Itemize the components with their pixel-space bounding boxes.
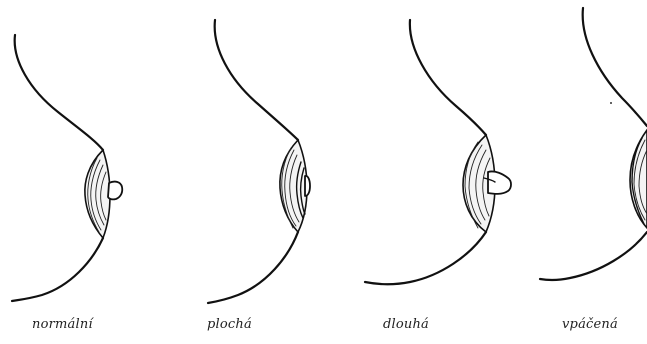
caption-long: dlouhá bbox=[383, 317, 429, 332]
breast-outline-lower bbox=[12, 238, 103, 301]
breast-outline-upper bbox=[410, 20, 486, 135]
nipple bbox=[488, 171, 511, 193]
breast-outline-upper bbox=[15, 35, 103, 150]
nipple bbox=[108, 182, 122, 200]
caption-flat: plochá bbox=[207, 317, 252, 332]
areola bbox=[85, 150, 110, 238]
panel-flat-illustration bbox=[208, 20, 310, 303]
breast-outline-upper bbox=[583, 8, 647, 126]
ink-speck bbox=[610, 102, 612, 104]
caption-normal: normální bbox=[32, 317, 93, 332]
breast-outline-lower bbox=[208, 232, 298, 303]
panel-normal-illustration bbox=[12, 35, 122, 301]
panel-inverted-illustration bbox=[540, 8, 647, 280]
caption-inverted: vpáčená bbox=[562, 317, 618, 332]
breast-outline-lower bbox=[365, 232, 486, 284]
nipple bbox=[305, 176, 310, 196]
panel-long-illustration bbox=[365, 20, 511, 284]
breast-outline-lower bbox=[540, 232, 647, 280]
breast-outline-upper bbox=[215, 20, 298, 140]
